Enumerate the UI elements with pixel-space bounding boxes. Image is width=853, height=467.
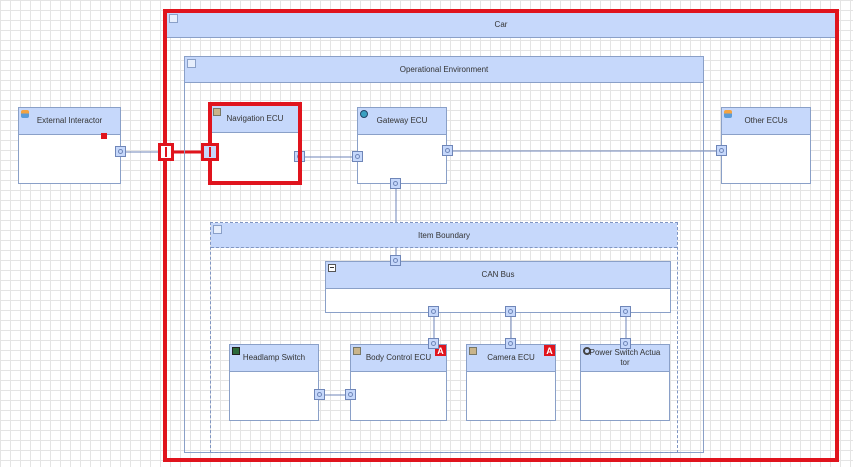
power-switch-actuator-block[interactable]: Power Switch Actua tor (580, 344, 670, 421)
other-ecus-header: Other ECUs (722, 108, 810, 135)
navigation-ecu-highlight (208, 102, 302, 185)
can-bus-label: CAN Bus (481, 270, 515, 279)
chip-icon (469, 347, 477, 355)
can-bus-north-port[interactable] (390, 255, 401, 266)
bus-icon (328, 264, 336, 272)
person-icon (21, 110, 29, 118)
body-control-ecu-north-port[interactable] (428, 338, 439, 349)
can-bus-port-camera[interactable] (505, 306, 516, 317)
item-boundary-container[interactable]: Item Boundary (210, 222, 678, 453)
gateway-ecu-block[interactable]: Gateway ECU (357, 107, 447, 184)
gateway-ecu-south-port[interactable] (390, 178, 401, 189)
navigation-ecu-header: Navigation ECU (211, 106, 299, 133)
power-switch-actuator-north-port[interactable] (620, 338, 631, 349)
can-bus-port-power-switch[interactable] (620, 306, 631, 317)
headlamp-switch-header: Headlamp Switch (230, 345, 318, 372)
camera-ecu-label: Camera ECU (487, 353, 535, 362)
other-ecus-port[interactable] (716, 145, 727, 156)
can-bus-port-body-control[interactable] (428, 306, 439, 317)
item-boundary-title: Item Boundary (417, 230, 471, 240)
external-interactor-port[interactable] (115, 146, 126, 157)
operational-environment-title: Operational Environment (399, 65, 489, 74)
car-title: Car (494, 20, 508, 29)
external-interactor-block[interactable]: External Interactor (18, 107, 121, 184)
item-boundary-header: Item Boundary (211, 223, 677, 248)
red-marker-icon (101, 133, 107, 139)
power-icon (583, 347, 591, 355)
body-control-ecu-header: Body Control ECU (351, 345, 446, 372)
body-control-ecu-west-port[interactable] (345, 389, 356, 400)
car-header: Car (167, 12, 835, 38)
gateway-ecu-label: Gateway ECU (376, 116, 428, 125)
asil-badge-icon: A (544, 345, 555, 356)
car-highlight-frame (163, 9, 839, 462)
car-boundary-port-highlight[interactable] (158, 143, 174, 161)
operational-environment-header: Operational Environment (185, 57, 703, 83)
power-switch-actuator-header: Power Switch Actua tor (581, 345, 669, 372)
other-ecus-label: Other ECUs (744, 116, 788, 125)
camera-ecu-north-port[interactable] (505, 338, 516, 349)
navigation-ecu-label: Navigation ECU (226, 114, 284, 123)
container-icon (187, 59, 196, 68)
chip-icon (213, 108, 221, 116)
external-interactor-header: External Interactor (19, 108, 120, 135)
can-bus-block[interactable]: CAN Bus (325, 261, 671, 313)
container-icon (169, 14, 178, 23)
headlamp-switch-label: Headlamp Switch (242, 353, 306, 362)
gear-icon (360, 110, 368, 118)
body-control-ecu-block[interactable]: Body Control ECU A (350, 344, 447, 421)
asil-badge-icon: A (435, 345, 446, 356)
navigation-ecu-block[interactable]: Navigation ECU (210, 105, 300, 182)
external-interactor-label: External Interactor (36, 116, 103, 125)
gateway-ecu-west-port[interactable] (352, 151, 363, 162)
headlamp-switch-port[interactable] (314, 389, 325, 400)
headlamp-switch-block[interactable]: Headlamp Switch (229, 344, 319, 421)
power-switch-actuator-label: Power Switch Actua tor (589, 348, 661, 367)
switch-icon (232, 347, 240, 355)
person-icon (724, 110, 732, 118)
gateway-ecu-header: Gateway ECU (358, 108, 446, 135)
container-icon (213, 225, 222, 234)
can-bus-header: CAN Bus (326, 262, 670, 289)
navigation-ecu-port-highlight[interactable] (201, 143, 219, 161)
camera-ecu-block[interactable]: Camera ECU A (466, 344, 556, 421)
camera-ecu-header: Camera ECU (467, 345, 555, 372)
other-ecus-block[interactable]: Other ECUs (721, 107, 811, 184)
chip-icon (353, 347, 361, 355)
body-control-ecu-label: Body Control ECU (365, 353, 432, 362)
gateway-ecu-east-port[interactable] (442, 145, 453, 156)
